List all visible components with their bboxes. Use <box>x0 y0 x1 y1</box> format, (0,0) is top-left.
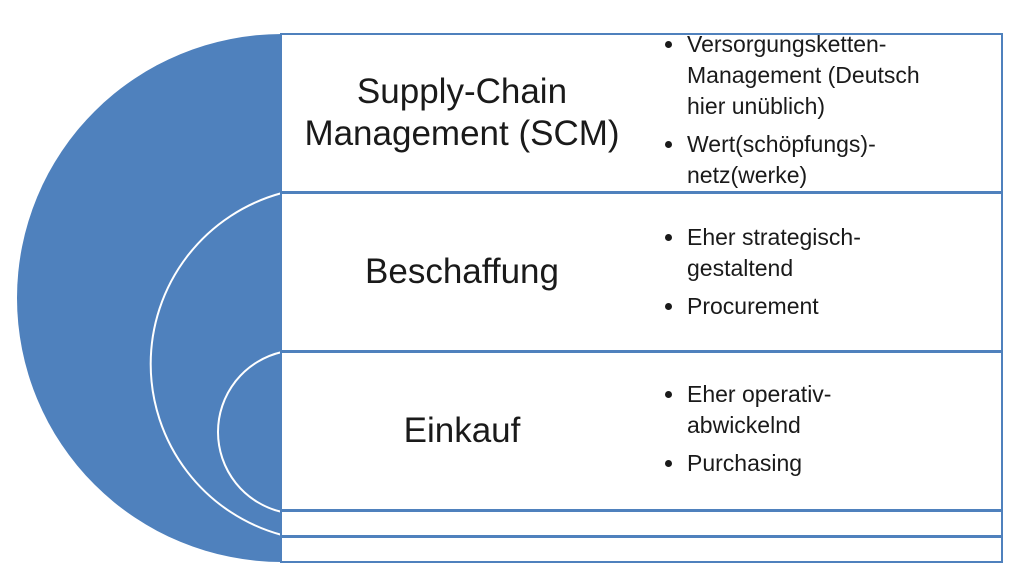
level-title-line: Einkauf <box>403 411 521 450</box>
bullet-line: Management (Deutsch <box>687 62 920 88</box>
bullet-line: hier unüblich) <box>687 93 826 119</box>
bullet-list-beschaffung: Eher strategisch- gestaltend Procurement <box>662 222 992 329</box>
bullet-line: Wert(schöpfungs)- <box>687 131 876 157</box>
level-title-scm: Supply-Chain Management (SCM) <box>282 34 642 192</box>
middle-arc <box>149 192 283 536</box>
level-box-einkauf <box>280 351 1003 511</box>
bullet-item: Eher strategisch- gestaltend <box>662 222 992 284</box>
level-title-line: Supply-Chain <box>356 72 568 111</box>
bullet-item: Purchasing <box>662 448 992 479</box>
outer-semicircle-shape <box>17 34 282 562</box>
level-box-beschaffung <box>280 192 1003 352</box>
level-title-line: Management (SCM) <box>304 114 620 153</box>
bullet-line: Versorgungsketten- <box>687 31 887 57</box>
bullet-item: Procurement <box>662 291 992 322</box>
bullet-list-einkauf: Eher operativ- abwickelnd Purchasing <box>662 379 992 486</box>
bullet-line: Eher strategisch- <box>687 224 861 250</box>
bullet-item: Wert(schöpfungs)- netz(werke) <box>662 129 992 191</box>
bullet-line: Procurement <box>687 293 819 319</box>
inner-arc <box>217 351 283 513</box>
bullet-line: Purchasing <box>687 450 803 476</box>
level-title-beschaffung: Beschaffung <box>282 193 642 351</box>
empty-strip-top <box>280 510 1003 537</box>
bullet-line: Eher operativ- <box>687 381 832 407</box>
level-title-einkauf: Einkauf <box>282 352 642 510</box>
bullet-item: Eher operativ- abwickelnd <box>662 379 992 441</box>
empty-strip-bottom <box>280 536 1003 563</box>
bullet-line: gestaltend <box>687 255 794 281</box>
level-box-scm <box>280 33 1003 193</box>
bullet-line: netz(werke) <box>687 162 808 188</box>
bullet-list-scm: Versorgungsketten- Management (Deutsch h… <box>662 29 992 198</box>
level-title-line: Beschaffung <box>365 252 559 291</box>
bullet-item: Versorgungsketten- Management (Deutsch h… <box>662 29 992 122</box>
bullet-line: abwickelnd <box>687 412 801 438</box>
